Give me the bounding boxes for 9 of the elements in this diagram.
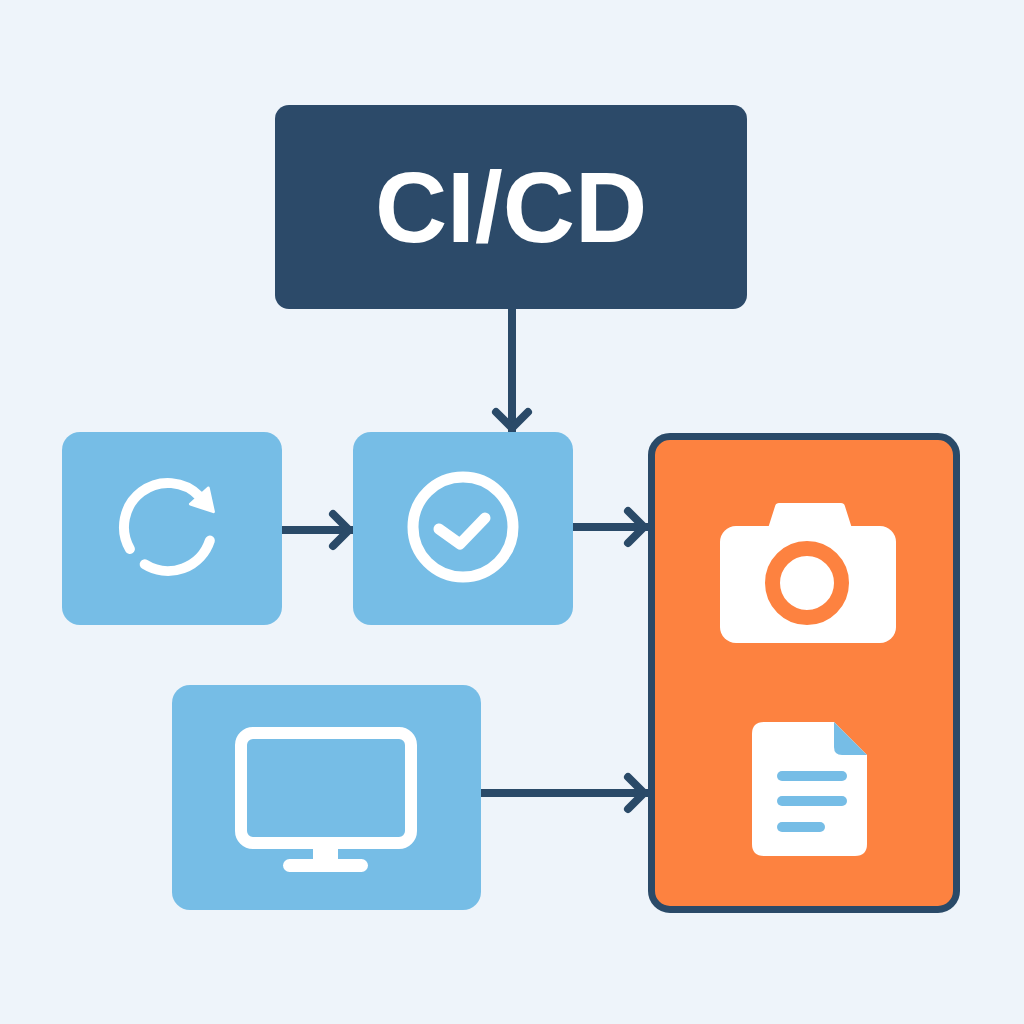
process-box bbox=[172, 685, 481, 910]
output-panel bbox=[648, 433, 960, 913]
arrow bbox=[481, 773, 648, 813]
process-box bbox=[62, 432, 282, 625]
arrow bbox=[573, 507, 648, 547]
process-box bbox=[353, 432, 573, 625]
arrow bbox=[282, 510, 353, 550]
process-box bbox=[275, 105, 747, 309]
box-label: CI/CD bbox=[374, 152, 648, 262]
